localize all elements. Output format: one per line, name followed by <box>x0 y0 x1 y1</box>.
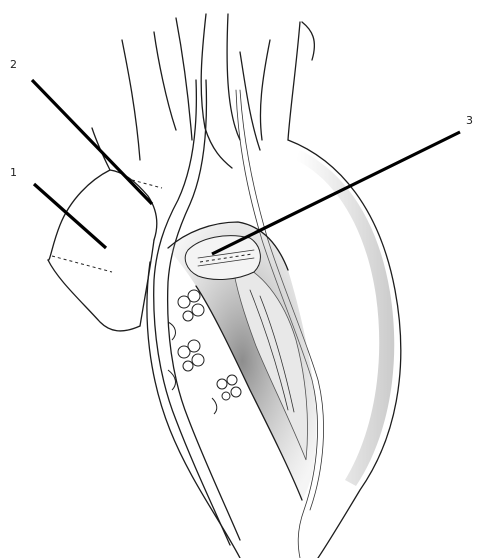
left-structure <box>48 128 162 331</box>
leader-line-1 <box>34 184 106 248</box>
nodule-cluster-1 <box>168 290 204 340</box>
leader-line-2 <box>32 80 152 204</box>
callout-label-1: 1 <box>10 166 17 179</box>
callout-label-3: 3 <box>466 114 473 127</box>
nodule-cluster-3 <box>212 375 241 414</box>
leader-line-3 <box>212 132 460 254</box>
callout-label-2: 2 <box>10 58 17 71</box>
